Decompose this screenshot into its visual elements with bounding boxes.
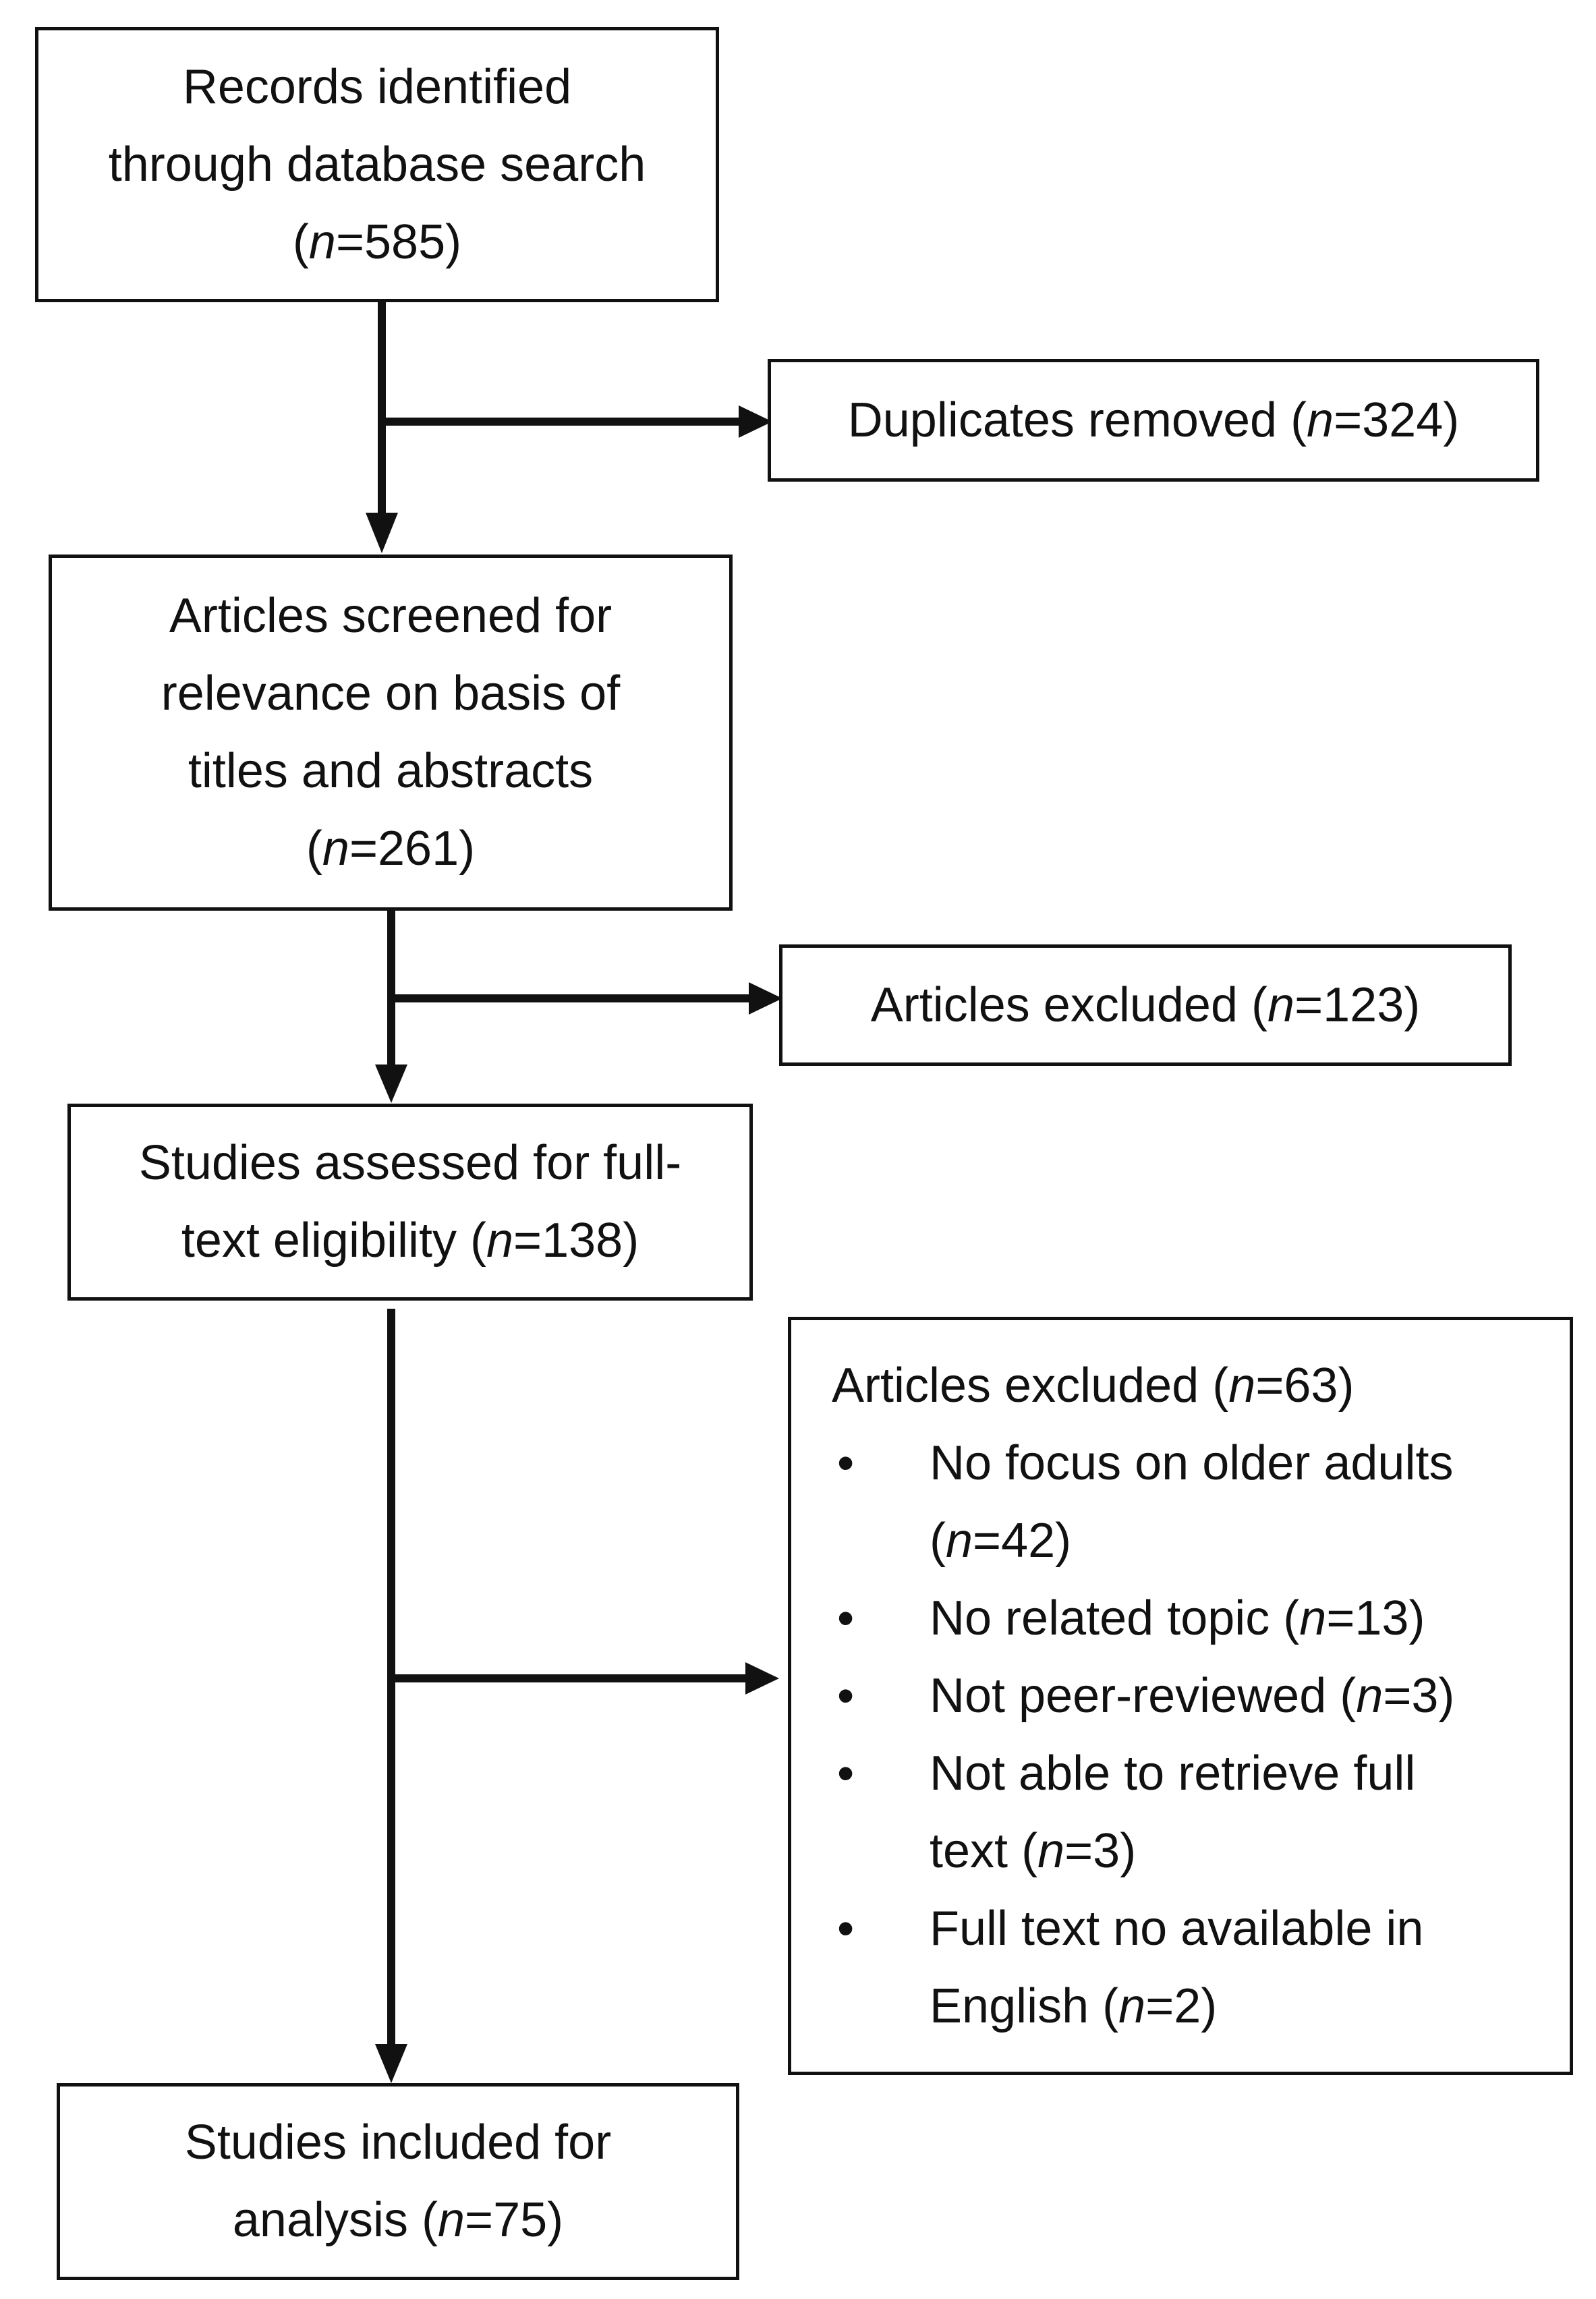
list-item: • Full text no available in English (n=2… bbox=[832, 1890, 1543, 2045]
bullet-icon: • bbox=[837, 1669, 855, 1723]
list-item: • Not able to retrieve full text (n=3) bbox=[832, 1735, 1543, 1890]
studies-included-box: Studies included for analysis (n=75) bbox=[57, 2083, 739, 2280]
reason-2-count: (n=13) bbox=[1283, 1591, 1425, 1645]
studies-assessed-box: Studies assessed for full- text eligibil… bbox=[67, 1104, 753, 1301]
screened-line-3: titles and abstracts bbox=[188, 744, 594, 798]
exclusion-reasons-list: • No focus on older adults (n=42) • No r… bbox=[832, 1425, 1543, 2045]
reason-3-count: (n=3) bbox=[1340, 1669, 1455, 1723]
reason-5-line-1: Full text no available in bbox=[930, 1902, 1424, 1956]
arrowhead-right-icon bbox=[739, 405, 772, 438]
records-identified-box: Records identified through database sear… bbox=[35, 27, 719, 302]
assessed-line-2: text eligibility bbox=[181, 1214, 457, 1268]
reason-3-line-1: Not peer-reviewed bbox=[930, 1669, 1327, 1723]
reason-1-line-1: No focus on older adults bbox=[930, 1436, 1454, 1490]
assessed-line-1: Studies assessed for full- bbox=[138, 1136, 682, 1190]
exclusion-reasons-box: Articles excluded (n=63) • No focus on o… bbox=[788, 1317, 1573, 2075]
duplicates-label: Duplicates removed bbox=[847, 393, 1278, 447]
arrowhead-down-icon bbox=[375, 2044, 407, 2083]
screened-line-1: Articles screened for bbox=[169, 589, 612, 643]
reason-4-line-1: Not able to retrieve full bbox=[930, 1747, 1416, 1800]
arrowhead-right-icon bbox=[745, 1662, 779, 1695]
excluded1-count: (n=123) bbox=[1251, 977, 1421, 1032]
excluded2-heading: Articles excluded bbox=[832, 1359, 1199, 1413]
reason-4-count: (n=3) bbox=[1021, 1824, 1137, 1878]
list-item: • No related topic (n=13) bbox=[832, 1580, 1543, 1657]
list-item: • No focus on older adults (n=42) bbox=[832, 1425, 1543, 1580]
list-item: • Not peer-reviewed (n=3) bbox=[832, 1657, 1543, 1735]
reason-5-count: (n=2) bbox=[1102, 1979, 1218, 2033]
bullet-icon: • bbox=[837, 1747, 855, 1800]
arrowhead-down-icon bbox=[375, 1065, 407, 1103]
records-count: (n=585) bbox=[292, 215, 462, 269]
bullet-icon: • bbox=[837, 1902, 855, 1956]
reason-2-line-1: No related topic bbox=[930, 1591, 1270, 1645]
bullet-icon: • bbox=[837, 1591, 855, 1645]
articles-screened-box: Articles screened for relevance on basis… bbox=[49, 555, 733, 911]
assessed-count: (n=138) bbox=[470, 1214, 639, 1268]
articles-excluded-box: Articles excluded (n=123) bbox=[779, 944, 1512, 1066]
screened-count: (n=261) bbox=[306, 822, 476, 876]
excluded2-count: (n=63) bbox=[1212, 1359, 1355, 1413]
included-line-1: Studies included for bbox=[184, 2116, 612, 2169]
reason-1-count: (n=42) bbox=[930, 1514, 1072, 1568]
reason-4-line-2: text bbox=[930, 1824, 1008, 1878]
duplicates-count: (n=324) bbox=[1290, 393, 1460, 447]
included-line-2: analysis bbox=[232, 2193, 408, 2247]
excluded1-label: Articles excluded bbox=[870, 977, 1238, 1032]
arrowhead-down-icon bbox=[366, 513, 398, 553]
records-line-1: Records identified bbox=[182, 59, 572, 114]
reason-5-line-2: English bbox=[930, 1979, 1089, 2033]
arrowhead-right-icon bbox=[749, 982, 782, 1015]
screened-line-2: relevance on basis of bbox=[161, 666, 621, 720]
duplicates-removed-box: Duplicates removed (n=324) bbox=[768, 359, 1539, 482]
bullet-icon: • bbox=[837, 1436, 855, 1490]
records-line-2: through database search bbox=[108, 137, 646, 192]
included-count: (n=75) bbox=[422, 2193, 564, 2247]
